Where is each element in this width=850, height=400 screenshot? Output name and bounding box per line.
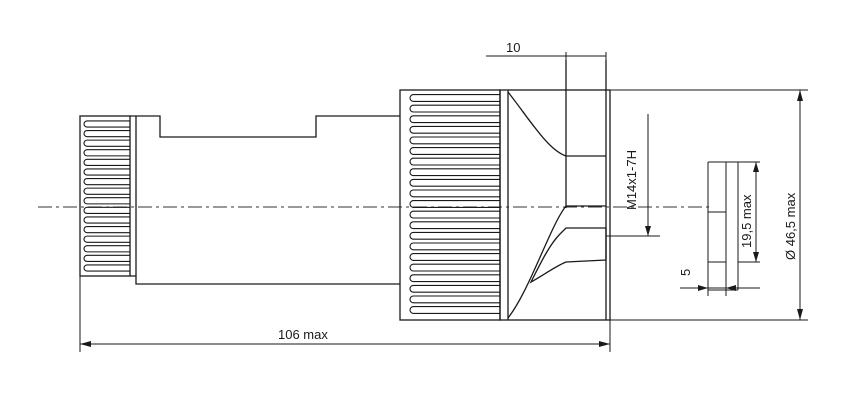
middle-body — [130, 115, 400, 285]
right-nut-fin — [409, 263, 500, 272]
right-nut-fin — [409, 284, 500, 293]
dim-diameter-arrow-bottom — [797, 309, 803, 320]
left-cap-fin — [83, 120, 130, 128]
dim-diameter-label: Ø 46,5 max — [783, 192, 798, 260]
front-housing — [499, 89, 611, 321]
left-cap-fin — [83, 149, 130, 157]
left-cap-fin — [83, 235, 130, 243]
right-nut-fin — [409, 221, 500, 230]
dim-diameter-arrow-top — [797, 90, 803, 101]
right-nut-fin — [409, 242, 500, 251]
dim-slot-label: 5 — [678, 269, 693, 276]
left-cap-fin — [83, 197, 130, 205]
left-cap-fin — [83, 225, 130, 234]
right-nut-fin — [409, 157, 500, 166]
left-cap-fin — [83, 187, 130, 195]
right-nut-fin — [409, 94, 500, 102]
left-cap-fin — [83, 245, 130, 253]
side-view-outline — [707, 161, 739, 291]
right-nut-fin — [409, 178, 500, 187]
right-nut-fin — [409, 136, 500, 145]
upper-curve — [507, 91, 606, 157]
left-cap-fin — [83, 254, 130, 263]
left-cap-fin — [83, 168, 130, 176]
left-cap-fin — [83, 177, 130, 186]
thread-insert-hatch — [529, 227, 607, 284]
dim-height-arrow-bottom — [753, 252, 759, 262]
right-nut-fin — [409, 168, 500, 177]
thread-label: M14x1-7H — [624, 150, 639, 210]
left-cap-fin — [83, 158, 130, 167]
right-nut-fin — [409, 210, 500, 219]
right-nut-fin — [409, 104, 500, 113]
left-cap-fin — [83, 264, 130, 272]
right-nut-fin — [409, 295, 500, 304]
dim-length-arrow-right — [599, 341, 610, 347]
right-nut-fin — [409, 189, 500, 198]
right-nut-fin — [409, 115, 500, 124]
right-nut-fins — [409, 94, 500, 314]
dim-slot-arrow-left — [698, 285, 708, 291]
right-nut-fin — [409, 253, 500, 261]
dim-height-label: 19,5 max — [739, 194, 754, 248]
right-nut-fin — [409, 231, 500, 240]
dim-length-label: 106 max — [278, 327, 328, 342]
left-cap-fin — [83, 216, 130, 224]
left-cap-fins — [83, 120, 130, 272]
left-cap-fin — [83, 139, 130, 147]
thread-leader-arrow — [645, 226, 651, 236]
right-nut-fin — [409, 306, 500, 314]
left-cap — [79, 115, 131, 277]
right-nut-fin — [409, 125, 500, 134]
dim-slot-arrow-right — [726, 285, 736, 291]
left-cap-fin — [83, 206, 130, 215]
lower-curve — [507, 205, 606, 319]
dim-length-arrow-left — [80, 341, 91, 347]
right-nut-fin — [409, 147, 500, 155]
dim-top-width-label: 10 — [506, 40, 520, 55]
right-nut-fin — [409, 200, 500, 208]
right-nut-fin — [409, 274, 500, 283]
left-cap-fin — [83, 129, 130, 138]
dim-height-arrow-top — [753, 162, 759, 172]
